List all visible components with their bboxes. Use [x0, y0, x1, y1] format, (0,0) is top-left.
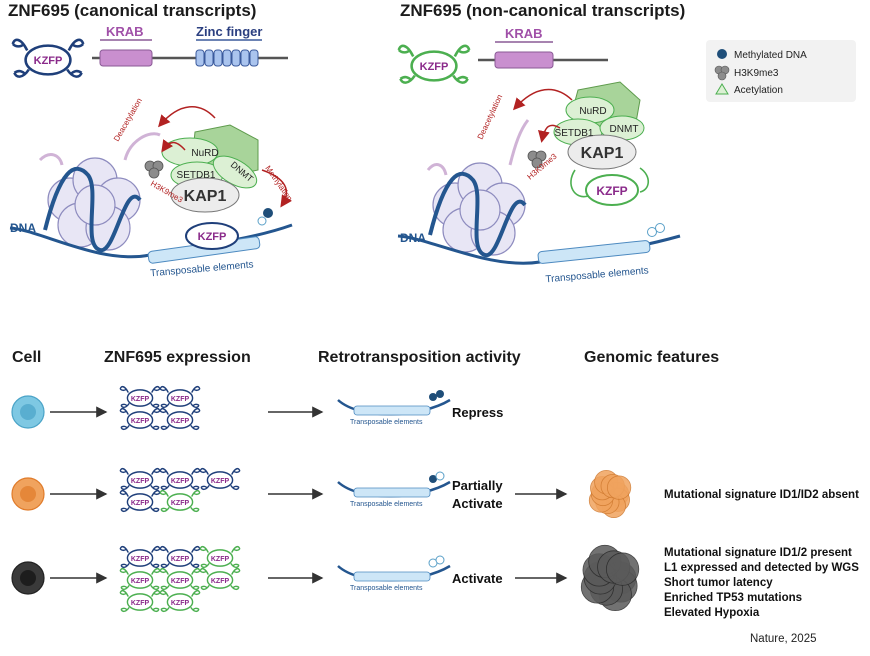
methylated-dna-dot [429, 393, 437, 401]
canonical-domain-bar [92, 39, 288, 67]
cell-nucleus-icon [20, 404, 36, 420]
activity-label: Activate [452, 496, 503, 511]
genomic-feature: Elevated Hypoxia [664, 607, 760, 619]
activity-label: Partially [452, 478, 503, 493]
kzfp-label-noncanonical: KZFP [420, 61, 449, 73]
repressor-complex-noncanonical [553, 81, 650, 206]
acetylation-legend-icon [715, 83, 729, 95]
noncanonical-domain-bar [478, 41, 608, 69]
kzfp-icon-label: KZFP [131, 578, 150, 585]
methylation-label-canonical: Methylation [263, 164, 294, 203]
krab-label-noncanonical: KRAB [505, 26, 543, 41]
h3k9me3-marks-noncanonical [527, 150, 547, 169]
genomic-feature: L1 expressed and detected by WGS [664, 562, 859, 574]
kzfp-icon-label: KZFP [171, 396, 190, 403]
legend [706, 40, 856, 102]
methylated-dna-dot [257, 216, 267, 226]
deacetylation-label-canonical: Deacetylation [112, 97, 144, 143]
kap1-label-canonical: KAP1 [184, 188, 227, 205]
setdb1-label-canonical: SETDB1 [177, 170, 216, 181]
citation: Nature, 2025 [750, 633, 817, 645]
dna-label-noncanonical: DNA [400, 231, 426, 245]
kzfp-icon-label: KZFP [131, 556, 150, 563]
table-rows: KZFP KZFP KZFP KZFP Transposable elements Rep… [11, 385, 859, 619]
nurd-label-canonical: NuRD [191, 148, 218, 159]
te-label-noncanonical: Transposable elements [545, 265, 649, 285]
genomic-feature: Mutational signature ID1/2 present [664, 547, 852, 559]
kzfp-icon-label: KZFP [211, 556, 230, 563]
methylated-dna-legend-icon [717, 49, 727, 59]
methylation-arrow-canonical [261, 169, 292, 208]
header-activity: Retrotransposition activity [318, 349, 521, 366]
kzfp-icon-label: KZFP [131, 478, 150, 485]
genomic-feature: Enriched TP53 mutations [664, 592, 802, 604]
methylated-dna-dot [263, 208, 273, 218]
kzfp-label-canonical: KZFP [34, 55, 63, 67]
nurd-label-noncanonical: NuRD [579, 106, 606, 117]
te-segment [353, 405, 431, 416]
kzfp-icon-label: KZFP [131, 418, 150, 425]
te-segment-noncanonical [537, 240, 651, 264]
h3k9-arrow-canonical [161, 139, 186, 153]
kzfp-icon-label: KZFP [171, 478, 190, 485]
canonical-title: ZNF695 (canonical transcripts) [8, 1, 256, 20]
h3k9-arrow-noncanonical [538, 124, 561, 143]
kzfp-icon-label: KZFP [131, 500, 150, 507]
unmethylated-dna-dot [647, 227, 657, 237]
methylated-dna-dot [436, 390, 444, 398]
tumor-icon [580, 544, 640, 612]
te-segment [353, 487, 431, 498]
te-label: Transposable elements [350, 501, 423, 508]
unmethylated-dna-dot [435, 471, 445, 481]
kzfp-icon-label: KZFP [171, 600, 190, 607]
legend-label-methylated: Methylated DNA [734, 50, 807, 61]
unmethylated-dna-dot [435, 555, 445, 565]
te-label-canonical: Transposable elements [150, 259, 254, 279]
deacetylation-arrow-noncanonical [512, 88, 573, 111]
unmethylated-dna-dot [655, 223, 665, 233]
te-segment [353, 571, 431, 582]
kzfp-icon-label: KZFP [131, 396, 150, 403]
kzfp-icon-label: KZFP [131, 600, 150, 607]
genomic-feature: Short tumor latency [664, 577, 773, 589]
kzfp-icon-label: KZFP [171, 418, 190, 425]
genomic-feature: Mutational signature ID1/ID2 absent [664, 489, 859, 501]
dnmt-label-noncanonical: DNMT [610, 124, 639, 135]
repressor-complex-canonical [161, 124, 259, 250]
activity-label: Activate [452, 571, 503, 586]
kzfp-complex-label-canonical: KZFP [198, 231, 227, 243]
legend-label-h3k9me3: H3K9me3 [734, 68, 779, 79]
methylated-dna-dot [429, 475, 437, 483]
kzfp-icon-label: KZFP [171, 578, 190, 585]
h3k9me3-legend-icon [714, 65, 730, 81]
kzfp-icon-label: KZFP [171, 556, 190, 563]
nucleosome-canonical [38, 132, 161, 252]
krab-label-canonical: KRAB [106, 24, 144, 39]
kap1-label-noncanonical: KAP1 [581, 145, 624, 162]
te-label: Transposable elements [350, 419, 423, 426]
noncanonical-title: ZNF695 (non-canonical transcripts) [400, 1, 685, 20]
nucleosome-noncanonical [426, 119, 530, 257]
deacetylation-label-noncanonical: Deacetylation [476, 93, 505, 141]
activity-label: Repress [452, 405, 503, 420]
setdb1-label-noncanonical: SETDB1 [555, 128, 594, 139]
kzfp-icon-label: KZFP [211, 478, 230, 485]
te-label: Transposable elements [350, 585, 423, 592]
header-cell: Cell [12, 349, 41, 366]
dna-label-canonical: DNA [10, 221, 36, 235]
cell-nucleus-icon [20, 570, 36, 586]
legend-label-acetylation: Acetylation [734, 85, 783, 96]
header-features: Genomic features [584, 349, 719, 366]
kzfp-icon-label: KZFP [171, 500, 190, 507]
kzfp-complex-label-noncanonical: KZFP [596, 184, 627, 198]
deacetylation-arrow-canonical [158, 106, 216, 128]
zinc-finger-label: Zinc finger [196, 24, 262, 39]
h3k9me3-marks-canonical [144, 160, 164, 179]
cell-nucleus-icon [20, 486, 36, 502]
kzfp-icon-label: KZFP [211, 578, 230, 585]
tumor-icon [588, 469, 632, 518]
header-expression: ZNF695 expression [104, 349, 251, 366]
